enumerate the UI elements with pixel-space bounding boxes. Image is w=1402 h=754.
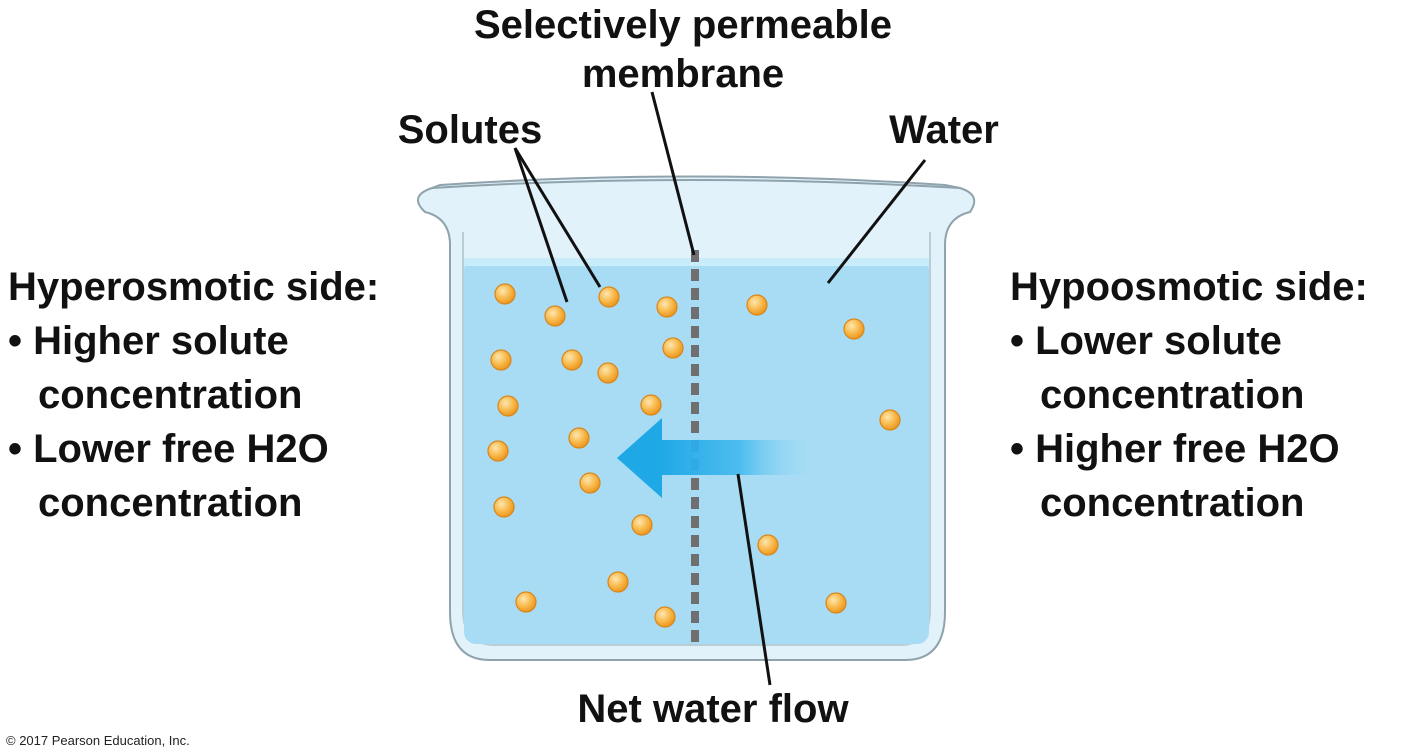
solute-particle [825, 592, 847, 614]
net-water-flow-label: Net water flow [577, 687, 849, 731]
solute-particle [579, 472, 601, 494]
left-bullet2-line1: • Lower free H2O [8, 427, 329, 471]
solute-particle [487, 440, 509, 462]
solutes-leader-line-2 [513, 147, 602, 288]
solute-particle [490, 349, 512, 371]
right-bullet2-line1: • Higher free H2O [1010, 427, 1340, 471]
net-water-flow-arrow [617, 418, 805, 498]
water-leader-line [826, 159, 927, 284]
solute-particle [493, 496, 515, 518]
solute-particle [640, 394, 662, 416]
solute-particle [654, 606, 676, 628]
beaker-rim [431, 179, 961, 189]
solute-particle [631, 514, 653, 536]
net-flow-leader-line [736, 473, 772, 686]
left-bullet2-line2: concentration [38, 481, 302, 525]
left-bullet1-line1: • Higher solute [8, 319, 289, 363]
solute-particle [843, 318, 865, 340]
solute-particle [746, 294, 768, 316]
solute-particle [497, 395, 519, 417]
solute-particle [662, 337, 684, 359]
solute-particle [879, 409, 901, 431]
solute-particle [598, 286, 620, 308]
membrane-label-line2: membrane [582, 52, 784, 96]
hyperosmotic-heading: Hyperosmotic side: [8, 265, 379, 309]
right-bullet1-line2: concentration [1040, 373, 1304, 417]
solute-particle [568, 427, 590, 449]
hyperosmotic-side-text: Hyperosmotic side: • Higher solute conce… [8, 265, 379, 525]
solute-particle [561, 349, 583, 371]
solute-particle [544, 305, 566, 327]
solute-particle [515, 591, 537, 613]
solutes-label: Solutes [398, 108, 542, 152]
solute-particle [597, 362, 619, 384]
solute-group [487, 283, 901, 628]
membrane-leader-line [650, 91, 696, 256]
solute-particle [757, 534, 779, 556]
hypoosmotic-heading: Hypoosmotic side: [1010, 265, 1368, 309]
right-bullet1-line1: • Lower solute [1010, 319, 1282, 363]
solutes-leader-line-1 [513, 147, 569, 303]
copyright-text: © 2017 Pearson Education, Inc. [6, 733, 190, 748]
membrane-label-line1: Selectively permeable [474, 3, 892, 47]
leader-lines [513, 91, 927, 686]
solute-particle [494, 283, 516, 305]
right-bullet2-line2: concentration [1040, 481, 1304, 525]
left-bullet1-line2: concentration [38, 373, 302, 417]
water-label: Water [889, 108, 999, 152]
solute-particle [656, 296, 678, 318]
hypoosmotic-side-text: Hypoosmotic side: • Lower solute concent… [1010, 265, 1368, 525]
solute-particle [607, 571, 629, 593]
